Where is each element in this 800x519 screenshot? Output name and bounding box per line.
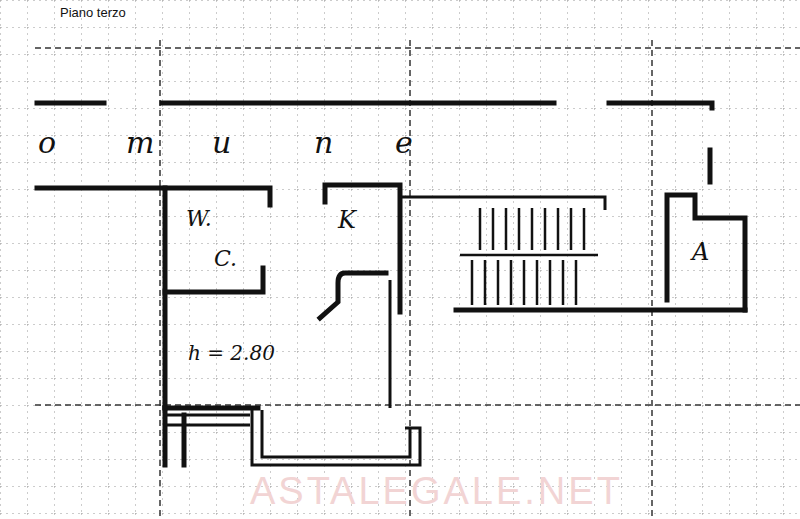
plan-title: Piano terzo (60, 6, 126, 19)
major-grid (35, 40, 800, 519)
room-label: C. (214, 248, 237, 270)
room-label: W. (186, 208, 212, 230)
walls (37, 103, 745, 465)
area-letter: o (38, 128, 56, 158)
watermark: ASTALEGALE.NET (250, 472, 623, 510)
area-letter: m (126, 128, 154, 158)
area-letter: u (212, 128, 231, 158)
area-letter: n (314, 128, 333, 158)
room-label: A (692, 240, 709, 264)
thin-walls (167, 197, 605, 465)
stairs (460, 208, 598, 305)
room-label: K (338, 208, 356, 232)
area-letter: e (395, 128, 413, 158)
height-dimension: h = 2.80 (188, 343, 275, 363)
